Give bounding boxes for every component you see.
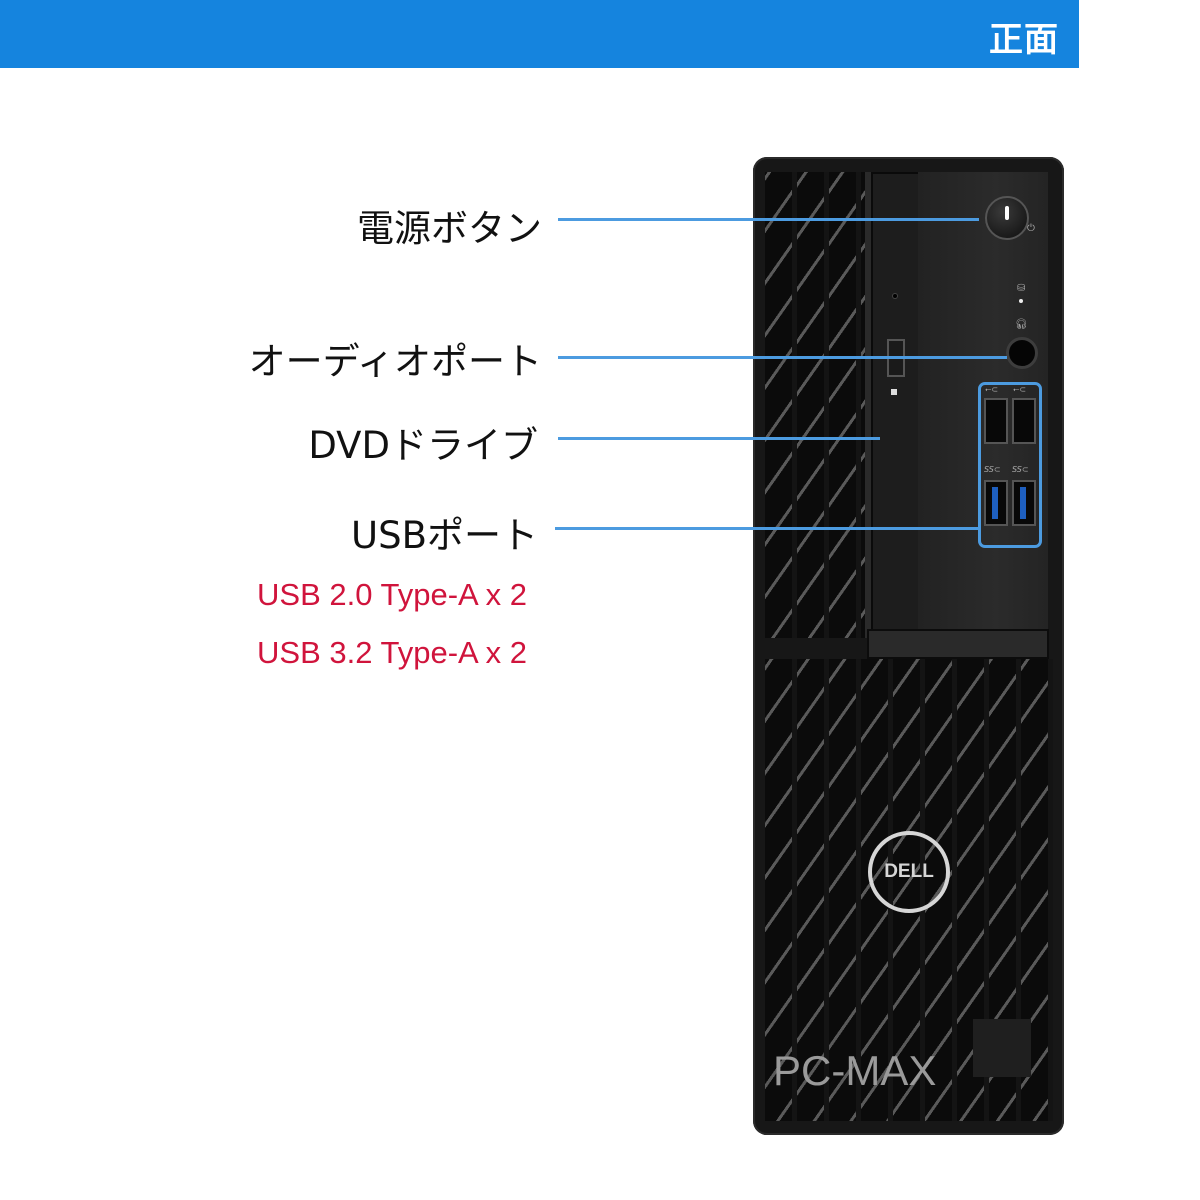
- dvd-drive: [871, 172, 920, 638]
- usb-spec-3-2: USB 3.2 Type-A x 2: [257, 635, 527, 670]
- leader-line-dvd: [558, 437, 880, 440]
- lower-bezel-bar: [867, 629, 1049, 659]
- audio-port: [1006, 337, 1038, 369]
- usb-3-2-port: [1012, 480, 1036, 526]
- leader-line-power: [558, 218, 979, 221]
- label-audio-port: オーディオポート: [248, 340, 542, 383]
- usb-spec-2-0: USB 2.0 Type-A x 2: [257, 577, 527, 612]
- drive-emergency-eject: [891, 389, 897, 395]
- leader-line-usb: [555, 527, 980, 530]
- label-usb-ports: USBポート: [351, 514, 538, 557]
- usb-icon: ⭠⊂: [1013, 385, 1027, 394]
- dell-logo: DELL: [868, 831, 950, 913]
- label-power-button: 電源ボタン: [357, 207, 542, 250]
- usb-ports: ⭠⊂ ⭠⊂ SS⊂ SS⊂: [978, 382, 1042, 548]
- leader-line-audio: [558, 356, 1007, 359]
- headset-icon: 🎧︎: [1015, 319, 1028, 330]
- superspeed-usb-icon: SS⊂: [1012, 465, 1029, 474]
- power-button: [985, 196, 1029, 240]
- view-title: 正面: [989, 20, 1059, 60]
- usb-3-2-port: [984, 480, 1008, 526]
- usb-icon: ⭠⊂: [985, 385, 999, 394]
- top-vent-grill: [765, 172, 865, 638]
- drive-indicator: [893, 294, 897, 298]
- label-sticker: [973, 1019, 1031, 1077]
- drive-bezel-strip: [865, 172, 871, 638]
- hdd-activity-icon: ⛁: [1017, 283, 1026, 294]
- superspeed-usb-icon: SS⊂: [984, 465, 1001, 474]
- label-dvd-drive: DVDドライブ: [308, 424, 538, 467]
- power-symbol-icon: ⏻: [1027, 223, 1035, 234]
- hdd-activity-led: [1019, 299, 1023, 303]
- pc-max-watermark: PC-MAX: [773, 1047, 937, 1094]
- usb-2-0-port: [984, 398, 1008, 444]
- header-bar: 正面: [0, 0, 1079, 68]
- usb-2-0-port: [1012, 398, 1036, 444]
- desktop-tower-front: ⏻ ⛁ 🎧︎ ⭠⊂ ⭠⊂ SS⊂ SS⊂ DELL PC-MAX: [753, 157, 1064, 1135]
